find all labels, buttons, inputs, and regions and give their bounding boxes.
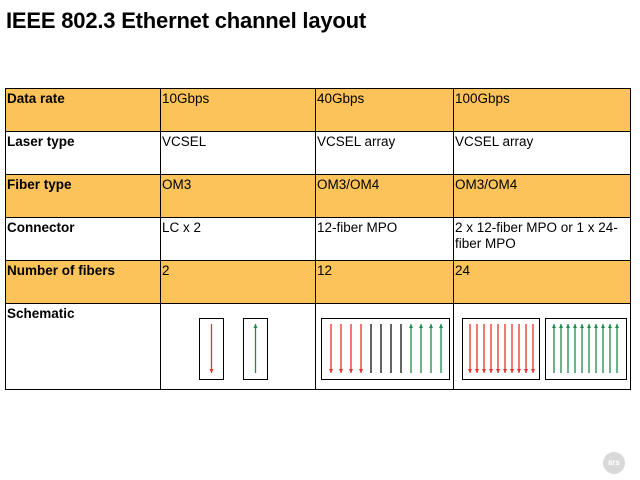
receive-arrowhead: [608, 324, 612, 328]
cell-40g-connector: 12-fiber MPO: [315, 217, 454, 261]
receive-arrowhead: [439, 324, 443, 328]
mpo24-receive-fibers: [552, 324, 619, 373]
mpo12-connector-box: [321, 318, 450, 380]
table-row-connector: Connector LC x 2 12-fiber MPO 2 x 12-fib…: [5, 217, 631, 261]
cell-40g-data-rate: 40Gbps: [315, 88, 454, 132]
transmit-arrowhead: [329, 369, 333, 373]
schematic-100g-cell: [453, 303, 631, 390]
mpo24-transmit-connector-box: [462, 318, 540, 380]
cell-10g-fiber-count: 2: [160, 260, 316, 304]
transmit-arrowhead: [524, 369, 528, 373]
receive-arrowhead: [559, 324, 563, 328]
transmit-arrowhead: [482, 369, 486, 373]
row-label-laser-type: Laser type: [5, 131, 161, 175]
receive-arrowhead: [253, 324, 258, 328]
row-label-fiber-type: Fiber type: [5, 174, 161, 218]
receive-arrowhead: [587, 324, 591, 328]
cell-10g-connector: LC x 2: [160, 217, 316, 261]
schematic-10g-cell: [160, 303, 316, 390]
page-title: IEEE 802.3 Ethernet channel layout: [6, 8, 366, 33]
receive-arrowhead: [594, 324, 598, 328]
table-row-number-of-fibers: Number of fibers 2 12 24: [5, 260, 631, 304]
cell-10g-data-rate: 10Gbps: [160, 88, 316, 132]
receive-arrowhead: [580, 324, 584, 328]
cell-100g-fiber-type: OM3/OM4: [453, 174, 631, 218]
cell-40g-laser-type: VCSEL array: [315, 131, 454, 175]
transmit-arrowhead: [339, 369, 343, 373]
receive-arrowhead: [615, 324, 619, 328]
schematic-40g-cell: [315, 303, 454, 390]
receive-arrowhead: [419, 324, 423, 328]
cell-100g-fiber-count: 24: [453, 260, 631, 304]
mpo12-fibers: [329, 324, 443, 373]
transmit-arrowhead: [517, 369, 521, 373]
mpo24-transmit-fibers: [468, 324, 535, 373]
lc-receive-fibers: [253, 324, 258, 373]
transmit-arrowhead: [531, 369, 535, 373]
cell-100g-laser-type: VCSEL array: [453, 131, 631, 175]
row-label-schematic: Schematic: [5, 303, 161, 390]
lc-transmit-fibers: [209, 324, 214, 373]
transmit-arrowhead: [468, 369, 472, 373]
receive-arrowhead: [566, 324, 570, 328]
table-row-laser-type: Laser type VCSEL VCSEL array VCSEL array: [5, 131, 631, 175]
cell-10g-laser-type: VCSEL: [160, 131, 316, 175]
receive-arrowhead: [601, 324, 605, 328]
table-row-fiber-type: Fiber type OM3 OM3/OM4 OM3/OM4: [5, 174, 631, 218]
receive-arrowhead: [573, 324, 577, 328]
row-label-connector: Connector: [5, 217, 161, 261]
mpo24-receive-connector-box: [545, 318, 627, 380]
transmit-arrowhead: [496, 369, 500, 373]
row-label-data-rate: Data rate: [5, 88, 161, 132]
receive-arrowhead: [429, 324, 433, 328]
transmit-arrowhead: [359, 369, 363, 373]
cell-40g-fiber-count: 12: [315, 260, 454, 304]
lc-receive-connector-box: [243, 318, 268, 380]
receive-arrowhead: [409, 324, 413, 328]
cell-100g-connector: 2 x 12-fiber MPO or 1 x 24-fiber MPO: [453, 217, 631, 261]
row-label-number-of-fibers: Number of fibers: [5, 260, 161, 304]
transmit-arrowhead: [475, 369, 479, 373]
transmit-arrowhead: [209, 369, 214, 373]
receive-arrowhead: [552, 324, 556, 328]
cell-40g-fiber-type: OM3/OM4: [315, 174, 454, 218]
table-row-schematic: Schematic: [5, 303, 631, 390]
table-row-data-rate: Data rate 10Gbps 40Gbps 100Gbps: [5, 88, 631, 132]
lc-transmit-connector-box: [199, 318, 224, 380]
transmit-arrowhead: [503, 369, 507, 373]
transmit-arrowhead: [349, 369, 353, 373]
transmit-arrowhead: [510, 369, 514, 373]
cell-10g-fiber-type: OM3: [160, 174, 316, 218]
cell-100g-data-rate: 100Gbps: [453, 88, 631, 132]
transmit-arrowhead: [489, 369, 493, 373]
ethernet-spec-table: Data rate 10Gbps 40Gbps 100Gbps Laser ty…: [5, 88, 631, 390]
ars-logo: ars: [603, 452, 625, 474]
